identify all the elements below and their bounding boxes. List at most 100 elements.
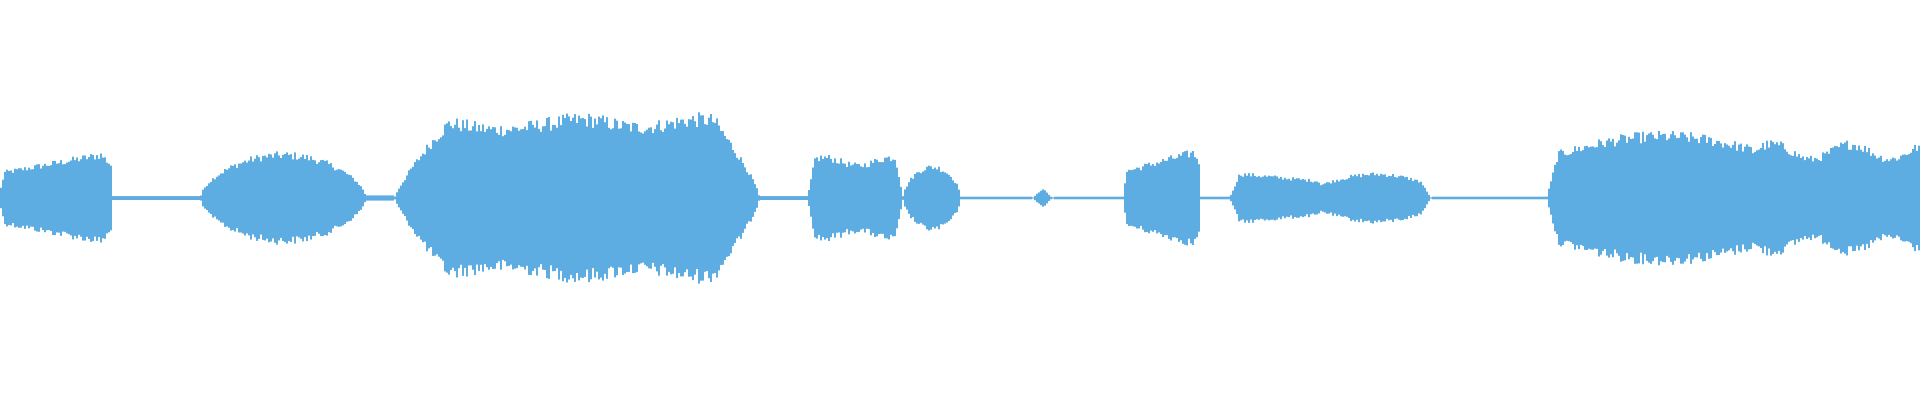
waveform-sample-bar bbox=[328, 164, 330, 233]
waveform-sample-bar bbox=[1046, 192, 1048, 204]
waveform-sample-bar bbox=[670, 121, 672, 275]
waveform-sample-bar bbox=[804, 196, 806, 200]
waveform-sample-bar bbox=[1164, 160, 1166, 236]
waveform-sample-bar bbox=[1426, 191, 1428, 205]
waveform-sample-bar bbox=[976, 196, 978, 200]
waveform-sample-bar bbox=[702, 115, 704, 281]
waveform-sample-bar bbox=[1544, 196, 1546, 200]
waveform-sample-bar bbox=[1696, 138, 1698, 258]
waveform-sample-bar bbox=[764, 196, 766, 200]
waveform-sample-bar bbox=[1900, 155, 1902, 241]
waveform-sample-bar bbox=[490, 129, 492, 267]
waveform-sample-bar bbox=[1054, 196, 1056, 200]
waveform-sample-bar bbox=[684, 123, 686, 273]
waveform-sample-bar bbox=[436, 141, 438, 255]
waveform-sample-bar bbox=[1392, 174, 1394, 222]
waveform-sample-bar bbox=[1854, 145, 1856, 251]
waveform-sample-bar bbox=[662, 131, 664, 265]
waveform-sample-bar bbox=[1462, 196, 1464, 200]
waveform-sample-bar bbox=[350, 175, 352, 221]
waveform-sample-bar bbox=[568, 116, 570, 280]
waveform-sample-bar bbox=[338, 169, 340, 227]
waveform-sample-bar bbox=[1254, 176, 1256, 220]
waveform-sample-bar bbox=[1008, 196, 1010, 200]
waveform-sample-bar bbox=[1344, 179, 1346, 217]
waveform-sample-bar bbox=[1722, 147, 1724, 249]
waveform-sample-bar bbox=[448, 121, 450, 275]
waveform-sample-bar bbox=[872, 162, 874, 233]
waveform-sample-bar bbox=[782, 196, 784, 200]
waveform-sample-bar bbox=[1102, 196, 1104, 200]
waveform-sample-bar bbox=[1058, 196, 1060, 200]
waveform-sample-bar bbox=[498, 134, 500, 262]
waveform-sample-bar bbox=[1752, 153, 1754, 243]
waveform-sample-bar bbox=[1448, 196, 1450, 200]
waveform-sample-bar bbox=[94, 159, 96, 237]
waveform-sample-bar bbox=[1672, 131, 1674, 265]
waveform-sample-bar bbox=[1274, 175, 1276, 221]
waveform-sample-bar bbox=[428, 147, 430, 249]
waveform-sample-bar bbox=[1658, 130, 1660, 266]
waveform-sample-bar bbox=[460, 131, 462, 265]
waveform-sample-bar bbox=[252, 161, 254, 235]
waveform-sample-bar bbox=[588, 113, 590, 283]
waveform-sample-bar bbox=[594, 118, 596, 278]
waveform-sample-bar bbox=[1724, 143, 1726, 253]
waveform-sample-bar bbox=[176, 196, 178, 200]
waveform-sample-bar bbox=[634, 123, 636, 273]
waveform-sample-bar bbox=[852, 164, 854, 232]
waveform-sample-bar bbox=[740, 157, 742, 239]
waveform-sample-bar bbox=[188, 196, 190, 200]
waveform-sample-bar bbox=[1394, 177, 1396, 219]
waveform-sample-bar bbox=[888, 156, 890, 240]
waveform-sample-bar bbox=[474, 121, 476, 275]
waveform-sample-bar bbox=[264, 155, 266, 241]
waveform-sample-bar bbox=[1662, 134, 1664, 263]
waveform-sample-bar bbox=[1690, 132, 1692, 264]
waveform-sample-bar bbox=[1048, 194, 1050, 201]
waveform-sample-bar bbox=[1318, 182, 1320, 214]
waveform-sample-bar bbox=[1042, 189, 1044, 207]
waveform-sample-bar bbox=[1636, 132, 1638, 264]
waveform-sample-bar bbox=[814, 158, 816, 238]
waveform-sample-bar bbox=[308, 160, 310, 236]
waveform-sample-bar bbox=[1804, 160, 1806, 236]
waveform-sample-bar bbox=[1016, 196, 1018, 200]
waveform-sample-bar bbox=[1332, 180, 1334, 216]
waveform-sample-bar bbox=[950, 176, 952, 220]
waveform-sample-bar bbox=[754, 184, 756, 212]
waveform-sample-bar bbox=[216, 176, 218, 220]
waveform-sample-bar bbox=[1350, 174, 1352, 222]
waveform-sample-bar bbox=[492, 127, 494, 269]
waveform-sample-bar bbox=[802, 196, 804, 200]
waveform-sample-bar bbox=[1416, 179, 1418, 217]
waveform-sample-bar bbox=[1022, 196, 1024, 200]
waveform-sample-bar bbox=[942, 171, 944, 225]
waveform-sample-bar bbox=[1304, 179, 1306, 217]
waveform-sample-bar bbox=[570, 121, 572, 275]
waveform-sample-bar bbox=[1056, 196, 1058, 200]
waveform-sample-bar bbox=[180, 196, 182, 200]
waveform-sample-bar bbox=[184, 196, 186, 200]
waveform-sample-bar bbox=[1912, 148, 1914, 248]
waveform-sample-bar bbox=[324, 160, 326, 235]
waveform-sample-bar bbox=[1508, 196, 1510, 200]
waveform-sample-bar bbox=[64, 164, 66, 232]
waveform-sample-bar bbox=[1238, 174, 1240, 222]
waveform-sample-bar bbox=[376, 195, 378, 201]
waveform-sample-bar bbox=[790, 196, 792, 200]
waveform-sample-bar bbox=[1688, 141, 1690, 255]
waveform-sample-bar bbox=[1634, 132, 1636, 264]
waveform-sample-bar bbox=[1404, 177, 1406, 219]
waveform-sample-bar bbox=[1456, 196, 1458, 200]
waveform-sample-bar bbox=[118, 196, 120, 200]
waveform-sample-bar bbox=[952, 180, 954, 216]
waveform-sample-bar bbox=[978, 196, 980, 200]
waveform-sample-bar bbox=[1088, 196, 1090, 200]
waveform-sample-bar bbox=[380, 195, 382, 201]
waveform-sample-bar bbox=[1174, 158, 1176, 238]
waveform-sample-bar bbox=[752, 179, 754, 217]
waveform-sample-bar bbox=[940, 172, 942, 225]
waveform-sample-bar bbox=[362, 189, 364, 207]
